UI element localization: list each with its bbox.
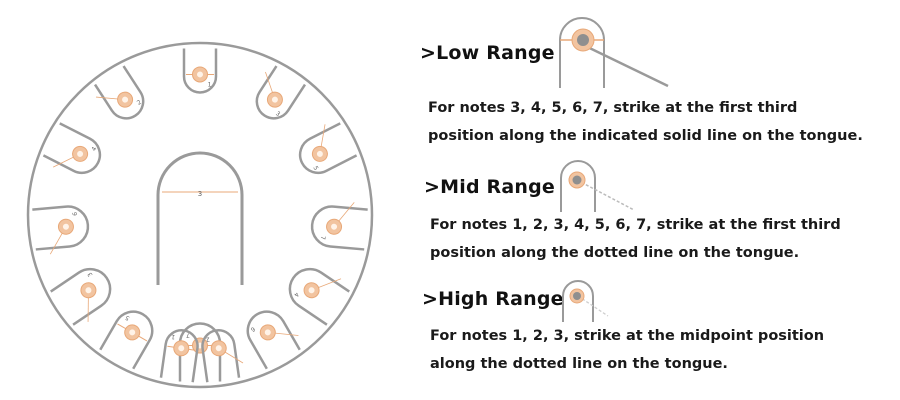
strike-point-center [264,329,271,336]
small-tongue-outline [50,267,112,326]
tongue-note-label: 4 [90,146,98,153]
low-range-description: For notes 3, 4, 5, 6, 7, strike at the f… [428,94,863,150]
center-tongue-label: 3 [198,190,202,198]
tongue-note-label: 6 [249,325,256,333]
high-range-desc-line1: For notes 1, 2, 3, strike at the midpoin… [430,328,825,344]
small-tongue: 2 [93,65,145,120]
mid-range-description: For notes 1, 2, 3, 4, 5, 6, 7, strike at… [430,211,841,267]
small-tongue-outline [159,329,199,383]
strike-point-center [316,150,323,157]
tongue-note-label: 6 [72,211,79,216]
small-tongue: 2 [201,329,244,383]
high-range-description: For notes 1, 2, 3, strike at the midpoin… [430,322,824,378]
strike-point-center [331,223,338,230]
low-range-desc-line2: position along the indicated solid line … [428,128,863,144]
strike-point-center [308,287,315,294]
mid-range-tongue-icon [560,160,635,212]
low-range-desc-line1: For notes 3, 4, 5, 6, 7, strike at the f… [428,100,798,116]
small-tongue: 3 [255,65,307,120]
strike-point-center [122,96,129,103]
small-tongue-outline [201,329,241,383]
small-tongue: 4 [288,267,350,326]
small-tongue-outline [288,267,350,326]
tongue-note-label: 2 [136,99,143,107]
small-tongue-outline [42,122,102,175]
small-tongue-outline [246,310,301,370]
mid-range-desc-line2: position along the dotted line on the to… [430,245,800,261]
strike-point-center [178,345,185,352]
strike-point-center [85,287,92,294]
tongue-note-label: 7 [186,332,190,339]
strike-point-center [271,96,278,103]
high-range-tongue-icon [562,280,609,322]
high-range-title: >High Range [422,288,564,310]
mid-range-desc-line1: For notes 1, 2, 3, 4, 5, 6, 7, strike at… [430,217,841,233]
tongue-note-label: 1 [171,333,176,340]
small-tongue: 4 [42,122,102,175]
drum-outer-rim [26,41,374,389]
tongue-note-label: 1 [208,81,212,88]
tongue-drum-diagram: 3 1 2 3 4 5 6 7 3 4 5 6 7 1 2 [26,41,374,389]
center-tongue-outline [156,151,244,285]
tongue-note-label: 4 [292,291,300,298]
small-tongue: 6 [32,205,90,255]
tongue-note-label: 3 [274,110,281,118]
small-tongue: 1 [182,48,218,94]
strike-point-center [129,329,136,336]
tongue-note-label: 7 [319,236,326,241]
small-tongue: 1 [159,329,199,383]
small-tongue-outline [182,48,218,94]
small-tongue: 5 [99,310,154,370]
small-tongue: 3 [50,267,112,326]
mid-range-title: >Mid Range [424,176,556,198]
strike-point-center [215,345,222,352]
small-tongue-outline [32,205,90,251]
low-range-tongue-icon [559,17,669,88]
small-tongue: 5 [298,122,358,175]
strike-point-center [77,150,84,157]
tongue-note-label: 2 [205,335,210,342]
high-range-desc-line2: along the dotted line on the tongue. [430,356,728,372]
small-tongue: 6 [246,310,301,370]
small-tongue: 7 [310,202,368,251]
strike-point-center [62,223,69,230]
small-tongue-outline [298,122,358,175]
small-tongue-outline [93,65,145,120]
low-range-title: >Low Range [420,42,555,64]
small-tongue-outline [255,65,307,120]
tongue-note-label: 5 [124,314,131,322]
tongue-note-label: 5 [311,165,319,172]
tongue-note-label: 3 [86,271,94,278]
small-tongue-outline [178,322,222,382]
small-tongue-outline [310,205,368,251]
small-tongue-outline [99,310,154,370]
strike-point-center [197,71,203,78]
center-tongue: 3 [156,151,244,285]
